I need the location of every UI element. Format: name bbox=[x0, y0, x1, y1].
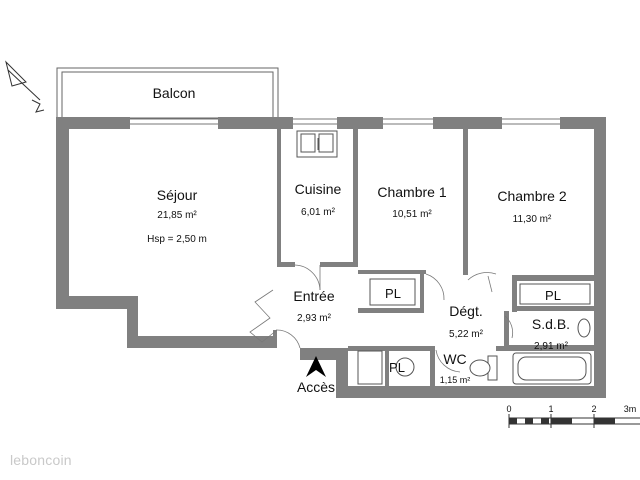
placard-3 bbox=[519, 283, 591, 305]
room-name-sejour: Séjour bbox=[157, 187, 198, 203]
scale-tick-3: 3m bbox=[624, 404, 637, 414]
ceiling-height-label: Hsp = 2,50 m bbox=[147, 234, 207, 245]
entrance-arrow-icon bbox=[306, 356, 326, 377]
door-swings bbox=[249, 264, 513, 373]
room-name-degt: Dégt. bbox=[449, 303, 482, 319]
room-name-cuisine: Cuisine bbox=[295, 181, 342, 197]
room-area-sdb: 2,91 m² bbox=[534, 341, 569, 352]
washbasin-icon bbox=[395, 357, 415, 377]
room-name-chambre2: Chambre 2 bbox=[497, 188, 566, 204]
walls bbox=[56, 117, 606, 398]
placard-label-1: PL bbox=[385, 286, 401, 301]
toilet-icon bbox=[469, 355, 498, 381]
north-arrow-icon bbox=[5, 60, 45, 113]
room-area-chambre2: 11,30 m² bbox=[513, 214, 552, 225]
access-label: Accès bbox=[297, 379, 335, 395]
room-area-degt: 5,22 m² bbox=[449, 329, 484, 340]
watermark-logo: leboncoin bbox=[10, 452, 72, 468]
room-area-sejour: 21,85 m² bbox=[157, 210, 197, 221]
scale-tick-0: 0 bbox=[506, 404, 511, 414]
bathroom-sink-icon bbox=[577, 318, 591, 338]
room-name-sdb: S.d.B. bbox=[532, 316, 570, 332]
placard-2 bbox=[357, 350, 383, 385]
room-area-wc: 1,15 m² bbox=[440, 375, 471, 385]
scale-tick-1: 1 bbox=[548, 404, 553, 414]
room-name-entree: Entrée bbox=[293, 288, 334, 304]
balcony-outline bbox=[56, 67, 279, 119]
placard-1 bbox=[369, 278, 416, 306]
windows bbox=[130, 118, 560, 125]
room-name-chambre1: Chambre 1 bbox=[377, 184, 446, 200]
scale-tick-2: 2 bbox=[591, 404, 596, 414]
placard-label-2: PL bbox=[389, 360, 405, 375]
room-name-balcon: Balcon bbox=[153, 85, 196, 101]
room-area-entree: 2,93 m² bbox=[297, 313, 332, 324]
scale-bar bbox=[508, 414, 640, 428]
room-area-chambre1: 10,51 m² bbox=[392, 209, 432, 220]
kitchen-sink-icon bbox=[296, 130, 338, 158]
bathtub-icon bbox=[512, 352, 592, 385]
room-name-wc: WC bbox=[443, 351, 466, 367]
placard-label-3: PL bbox=[545, 288, 561, 303]
room-area-cuisine: 6,01 m² bbox=[301, 207, 336, 218]
